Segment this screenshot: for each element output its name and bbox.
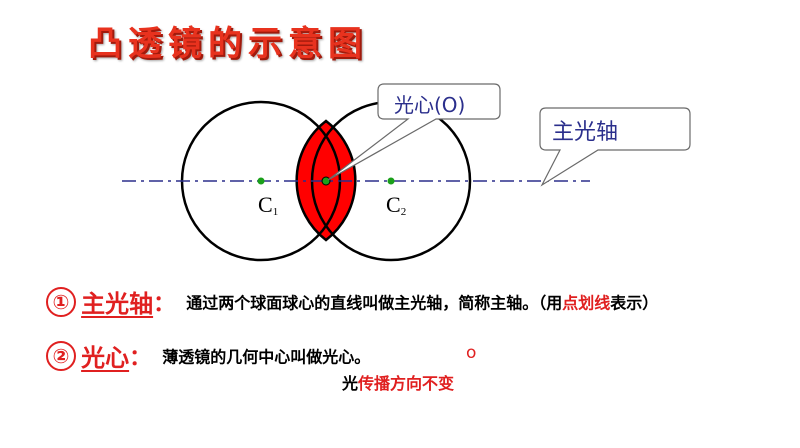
c1-label: C1 (258, 192, 278, 218)
c2-letter: C (386, 192, 401, 217)
desc-principal-axis-part1: 通过两个球面球心的直线叫做主光轴，简称主轴。（用 (186, 293, 563, 313)
optical-center-callout-box (327, 83, 501, 181)
c2-subscript: 2 (401, 206, 407, 218)
definition-optical-center: ② 光心： 薄透镜的几何中心叫做光心。 (46, 338, 370, 373)
note-highlight: 传播方向不变 (358, 374, 455, 393)
optical-center-dot (321, 176, 331, 186)
c1-center-dot (257, 177, 265, 185)
desc-optical-center: 薄透镜的几何中心叫做光心。 (162, 347, 371, 367)
optical-center-symbol: o (466, 343, 477, 363)
principal-axis-callout-box (539, 107, 691, 187)
note-prefix: 光 (342, 374, 359, 393)
term-optical-center: 光心 (81, 344, 130, 372)
c2-center-dot (387, 177, 395, 185)
c2-label: C2 (386, 192, 406, 218)
desc-principal-axis-part2: 表示） (610, 293, 659, 313)
principal-axis-callout-label: 主光轴 (552, 120, 619, 145)
definition-principal-axis: ① 主光轴： 通过两个球面球心的直线叫做主光轴，简称主轴。（用点划线表示） (46, 284, 658, 319)
c1-letter: C (258, 192, 273, 217)
page-title: 凸透镜的示意图 (88, 24, 368, 64)
item-number-1: ① (46, 286, 76, 317)
desc-principal-axis-highlight: 点划线 (562, 293, 611, 313)
desc-principal-axis: 通过两个球面球心的直线叫做主光轴，简称主轴。（用点划线表示） (186, 294, 658, 313)
c1-subscript: 1 (273, 206, 279, 218)
term-colon-2: ： (129, 345, 152, 371)
item-number-2: ② (46, 340, 76, 371)
light-direction-note: 光传播方向不变 (342, 370, 454, 394)
optical-center-callout-label: 光心(O) (394, 93, 466, 117)
term-colon-1: ： (153, 291, 176, 317)
term-principal-axis: 主光轴 (81, 290, 154, 318)
